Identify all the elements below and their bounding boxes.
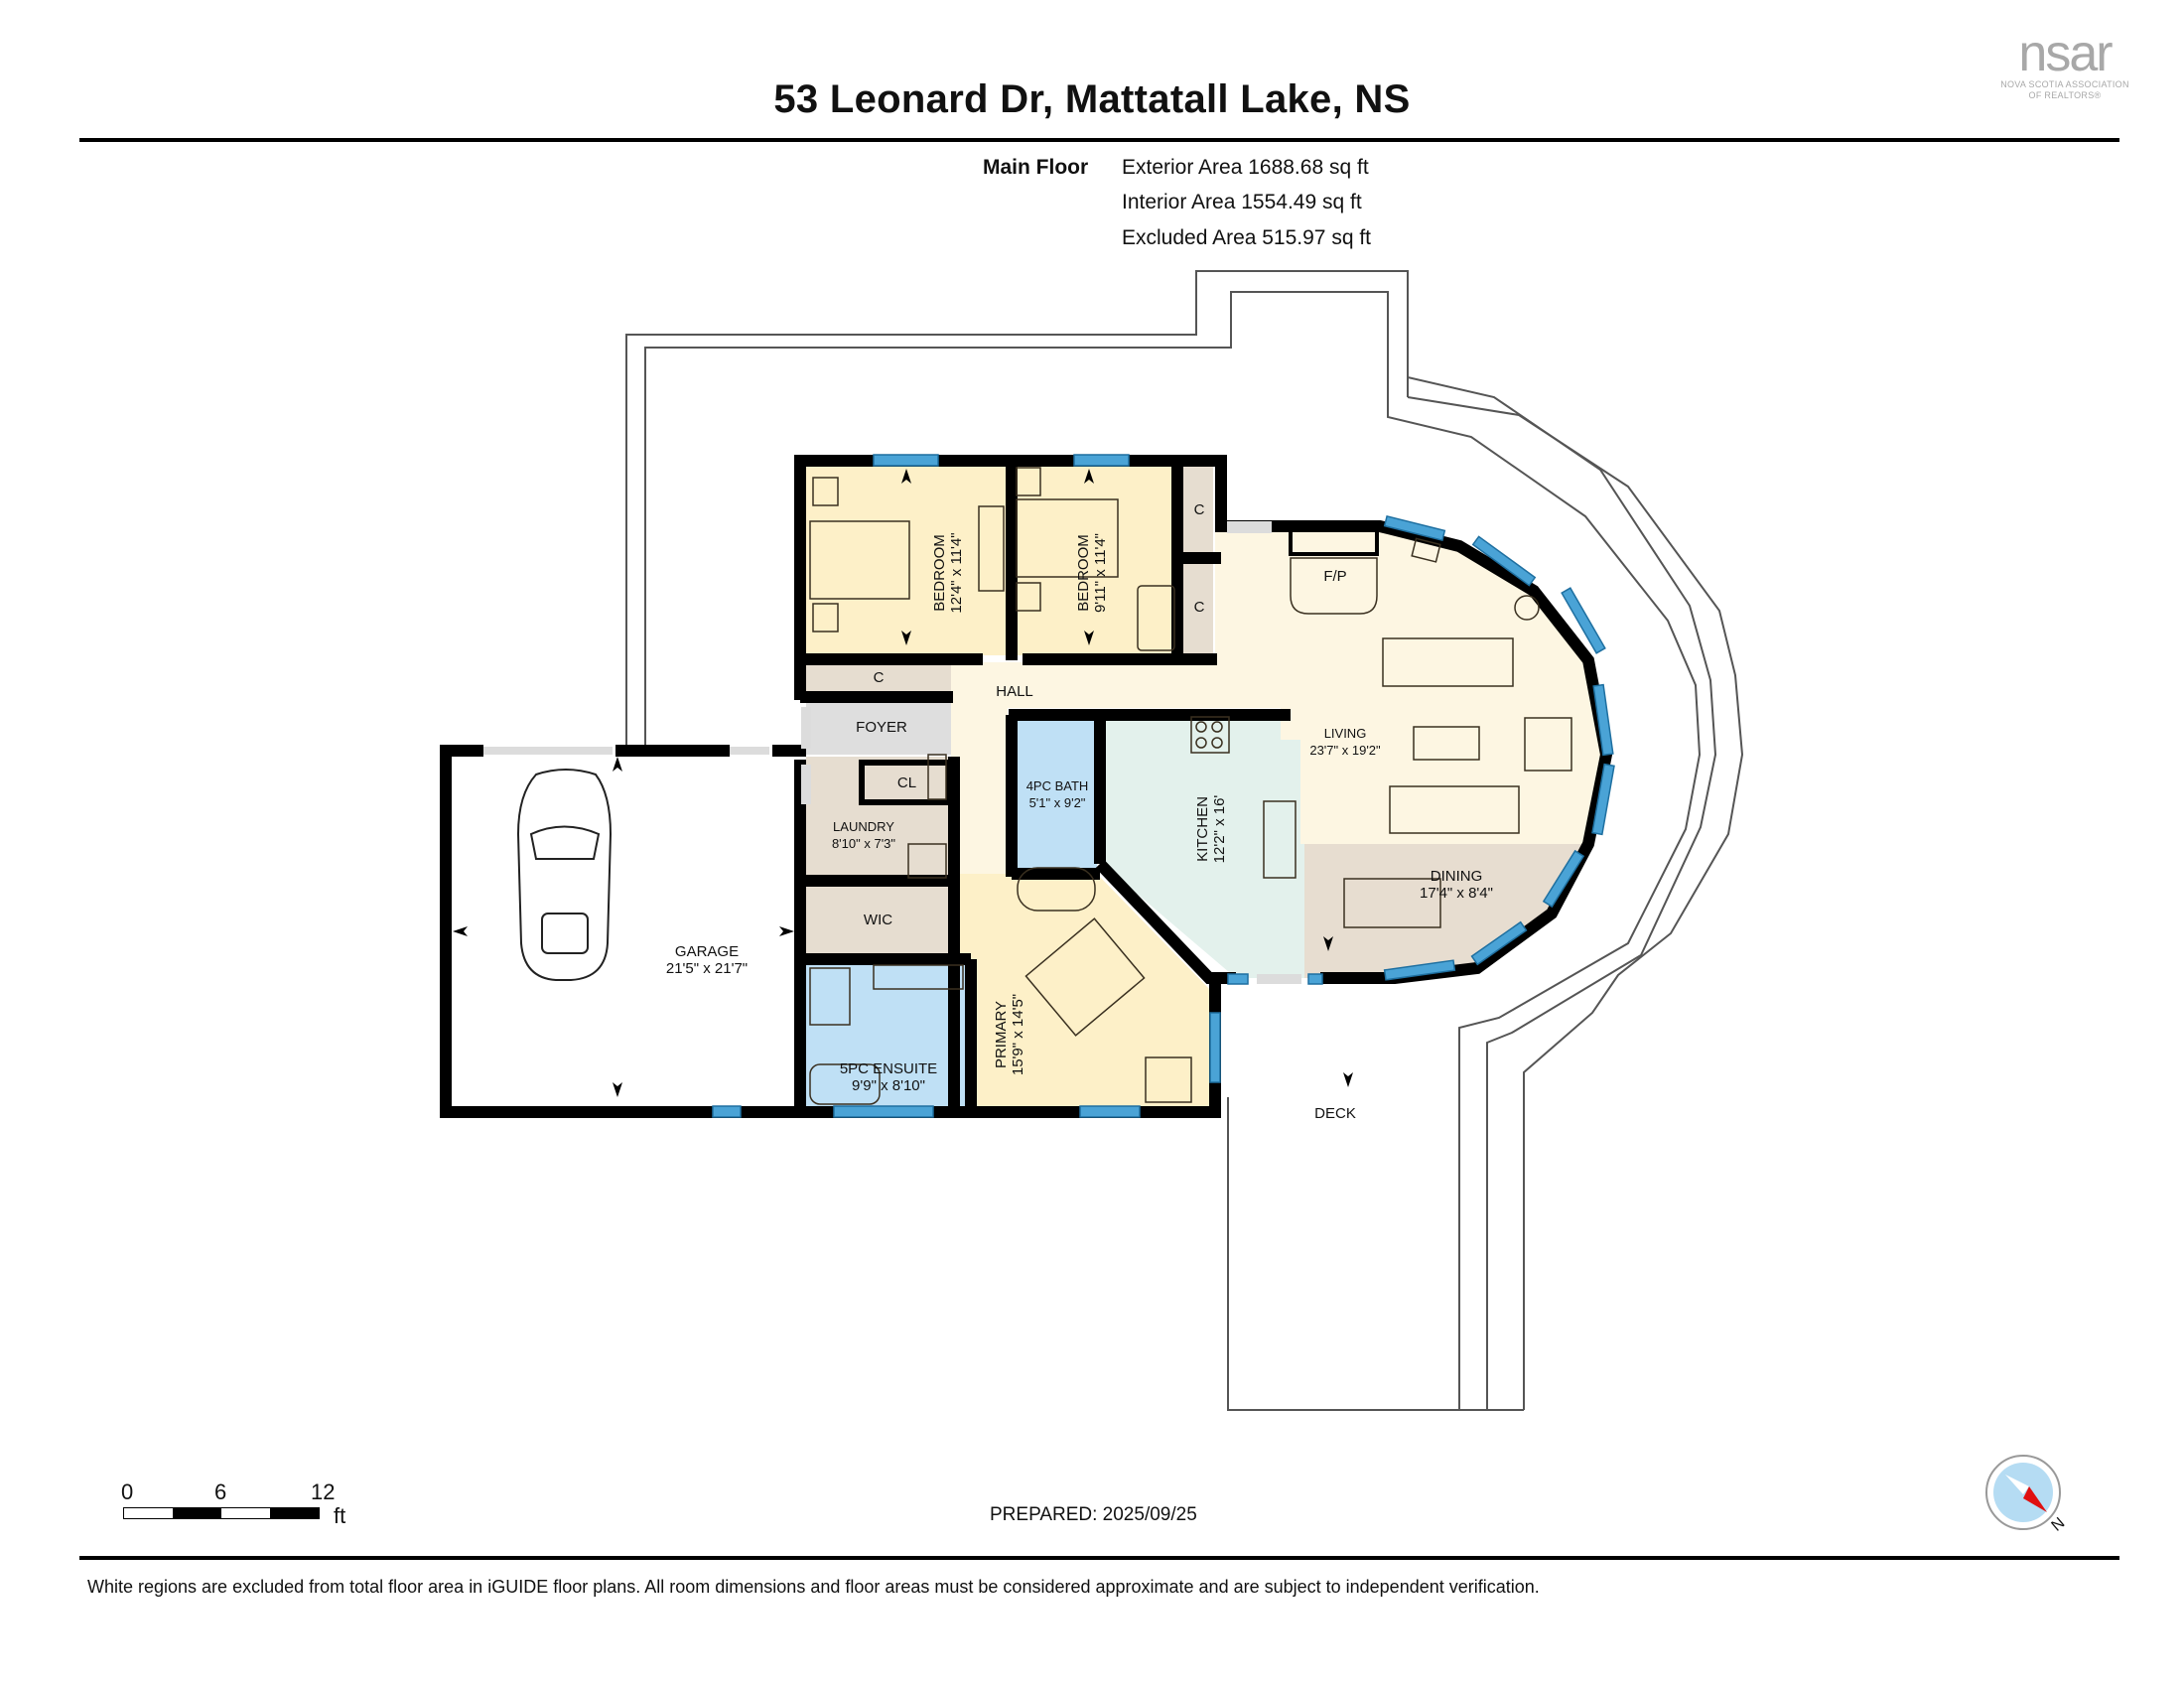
room-dims: 9'9" x 8'10"	[852, 1077, 925, 1094]
room-living: LIVING 23'7" x 19'2"	[1300, 725, 1390, 759]
room-bath4pc: 4PC BATH 5'1" x 9'2"	[1018, 777, 1097, 811]
walkway-outline	[625, 270, 1744, 1411]
room-bedroom1: BEDROOM 12'4" x 11'4"	[931, 518, 965, 628]
door-openings	[483, 521, 1301, 984]
room-kitchen: KITCHEN 12'2" x 16'	[1194, 779, 1228, 879]
room-dims: 21'5" x 21'7"	[665, 960, 749, 977]
room-hall: HALL	[996, 683, 1033, 700]
room-name: LAUNDRY	[833, 819, 894, 834]
room-dims: 23'7" x 19'2"	[1309, 743, 1381, 758]
room-name: 4PC BATH	[1025, 778, 1089, 793]
hall-lower-fill	[951, 708, 1008, 877]
room-dims: 8'10" x 7'3"	[831, 836, 896, 851]
room-deck: DECK	[1314, 1105, 1356, 1122]
excluded-area: Excluded Area 515.97 sq ft	[1122, 226, 1372, 249]
direction-arrows	[453, 469, 1353, 1097]
dining-fill	[1304, 844, 1588, 978]
room-name: BEDROOM	[1075, 534, 1092, 612]
hall-fill	[951, 662, 1215, 708]
scale-tick-12: 12	[311, 1479, 336, 1504]
room-dining: DINING 17'4" x 8'4"	[1407, 868, 1506, 902]
room-wic: WIC	[863, 912, 893, 928]
header-divider	[79, 138, 2119, 142]
room-dims: 12'4" x 11'4"	[948, 532, 965, 614]
furniture	[809, 467, 1572, 1105]
closet-c2-fill	[1180, 467, 1213, 554]
floor-label: Main Floor	[983, 156, 1089, 179]
room-name: PRIMARY	[993, 1000, 1010, 1069]
footer-divider	[79, 1556, 2119, 1560]
room-name: LIVING	[1323, 726, 1367, 741]
room-name: BEDROOM	[931, 534, 948, 612]
room-name: KITCHEN	[1194, 796, 1211, 862]
room-primary: PRIMARY 15'9" x 14'5"	[993, 980, 1026, 1089]
room-dims: 15'9" x 14'5"	[1010, 993, 1026, 1076]
compass: N	[1985, 1455, 2075, 1544]
scale-tick-6: 6	[214, 1479, 227, 1504]
scale-unit: ft	[334, 1503, 346, 1528]
scale-bar-graphic	[123, 1507, 320, 1519]
interior-area: Interior Area 1554.49 sq ft	[1122, 191, 1362, 213]
room-bedroom2: BEDROOM 9'11" x 11'4"	[1075, 518, 1109, 628]
room-closet-c3: C	[1193, 599, 1205, 616]
page-title: 53 Leonard Dr, Mattatall Lake, NS	[773, 77, 1411, 121]
room-ensuite: 5PC ENSUITE 9'9" x 8'10"	[829, 1060, 948, 1094]
scale-tick-0: 0	[121, 1479, 134, 1504]
disclaimer-text: White regions are excluded from total fl…	[87, 1577, 1540, 1597]
logo-line2: OF REALTORS®	[2028, 90, 2102, 100]
logo-mark: nsar	[2018, 25, 2113, 82]
room-foyer: FOYER	[856, 719, 907, 736]
room-closet-cl: CL	[896, 774, 917, 791]
primary-fill	[955, 874, 1213, 1110]
bedroom1-fill	[806, 467, 1010, 655]
room-name: DINING	[1430, 868, 1483, 885]
foyer-fill	[806, 700, 951, 755]
wic-fill	[806, 884, 951, 953]
nsar-logo: nsar NOVA SCOTIA ASSOCIATION OF REALTORS…	[1985, 28, 2144, 101]
bath4pc-fill	[1015, 718, 1097, 877]
kitchen-fill	[1102, 718, 1304, 978]
compass-icon	[1985, 1455, 2061, 1530]
room-dims: 12'2" x 16'	[1211, 794, 1228, 864]
living-fill	[1215, 521, 1606, 844]
car-icon	[516, 769, 613, 981]
room-dims: 17'4" x 8'4"	[1420, 885, 1493, 902]
room-garage: GARAGE 21'5" x 21'7"	[657, 943, 756, 977]
room-dims: 9'11" x 11'4"	[1092, 532, 1109, 614]
ensuite-fill	[806, 963, 970, 1107]
closet-c3-fill	[1180, 561, 1213, 653]
room-laundry: LAUNDRY 8'10" x 7'3"	[824, 818, 903, 852]
room-name: 5PC ENSUITE	[839, 1060, 938, 1077]
garage-fill	[452, 757, 797, 1107]
room-fills	[452, 467, 1606, 1110]
room-fireplace: F/P	[1323, 568, 1347, 585]
exterior-area: Exterior Area 1688.68 sq ft	[1122, 156, 1369, 179]
room-dims: 5'1" x 9'2"	[1028, 795, 1086, 810]
prepared-date: PREPARED: 2025/09/25	[990, 1504, 1197, 1525]
room-closet-c2: C	[1193, 501, 1205, 518]
windows	[712, 454, 1615, 1118]
room-closet-c1: C	[873, 669, 885, 686]
closet-c1-fill	[806, 662, 951, 694]
logo-line1: NOVA SCOTIA ASSOCIATION	[2000, 79, 2129, 89]
bedroom2-fill	[1014, 467, 1180, 655]
room-name: GARAGE	[674, 943, 740, 960]
